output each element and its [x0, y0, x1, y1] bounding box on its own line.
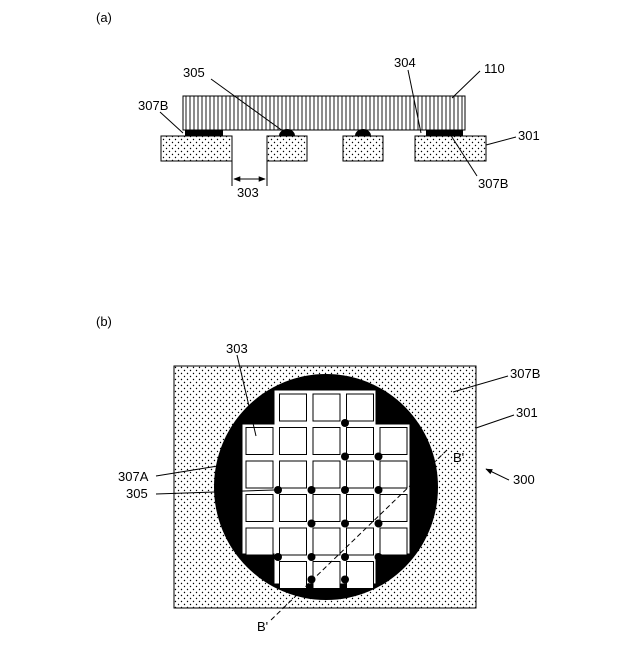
- grid-cell: [347, 461, 374, 488]
- grid-cell: [313, 394, 340, 421]
- grid-cell: [280, 394, 307, 421]
- label-303-b: 303: [226, 341, 248, 356]
- grid-cell: [380, 461, 407, 488]
- label-303-a: 303: [237, 185, 259, 200]
- bump-dot: [308, 576, 316, 584]
- bump-dot: [375, 520, 383, 528]
- grid-cell: [246, 428, 273, 455]
- bump-dot: [375, 486, 383, 494]
- bump-dot: [341, 453, 349, 461]
- label-bprime-bottom: B': [257, 619, 268, 634]
- grid-cell: [347, 562, 374, 589]
- panel-a-label: (a): [96, 10, 112, 25]
- grid-cell: [347, 428, 374, 455]
- grid-cell: [313, 461, 340, 488]
- grid-cell: [380, 495, 407, 522]
- bump-dot: [274, 553, 282, 561]
- label-301-a: 301: [518, 128, 540, 143]
- grid-cell: [347, 495, 374, 522]
- bump-dot: [274, 486, 282, 494]
- substrate-block-center-left: [267, 136, 307, 161]
- bump-dot: [308, 553, 316, 561]
- bump-dot: [375, 453, 383, 461]
- grid-cell: [313, 528, 340, 555]
- grid-cell: [246, 528, 273, 555]
- grid-cell: [313, 428, 340, 455]
- leader-301-a: [486, 137, 516, 145]
- grid-cell: [347, 394, 374, 421]
- label-110: 110: [484, 61, 505, 76]
- label-307a: 307A: [118, 469, 149, 484]
- label-307b-b: 307B: [510, 366, 540, 381]
- substrate-block-center-right: [343, 136, 383, 161]
- pad-307b-right: [426, 130, 463, 136]
- grid-cell: [280, 428, 307, 455]
- bump-dot: [308, 520, 316, 528]
- label-304: 304: [394, 55, 416, 70]
- bump-dot: [341, 486, 349, 494]
- bump-dot: [308, 486, 316, 494]
- grid-cell: [280, 528, 307, 555]
- grid-cell: [313, 495, 340, 522]
- leader-110: [452, 71, 480, 98]
- grid-cell: [280, 562, 307, 589]
- leader-301-b: [476, 415, 514, 428]
- bump-dot: [341, 520, 349, 528]
- grid-cell: [347, 528, 374, 555]
- substrate-block-right: [415, 136, 486, 161]
- label-bprime-top: B': [453, 450, 464, 465]
- label-305-a: 305: [183, 65, 205, 80]
- pad-307b-left: [185, 130, 223, 136]
- label-300: 300: [513, 472, 535, 487]
- panel-b-label: (b): [96, 314, 112, 329]
- grid-cell: [280, 461, 307, 488]
- grid-cell: [380, 428, 407, 455]
- plate-110: [183, 96, 465, 130]
- bump-dot: [375, 553, 383, 561]
- bump-dot: [341, 419, 349, 427]
- grid-cell: [280, 495, 307, 522]
- substrate-block-left: [161, 136, 232, 161]
- grid-cell: [246, 495, 273, 522]
- leader-307b-left: [160, 112, 183, 133]
- arrow-300: [486, 469, 509, 480]
- label-307b-right: 307B: [478, 176, 508, 191]
- bump-dot: [341, 553, 349, 561]
- grid-cell: [246, 461, 273, 488]
- label-307b-left: 307B: [138, 98, 168, 113]
- label-301-b: 301: [516, 405, 538, 420]
- label-305-b: 305: [126, 486, 148, 501]
- grid-cell: [380, 528, 407, 555]
- bump-dot: [341, 576, 349, 584]
